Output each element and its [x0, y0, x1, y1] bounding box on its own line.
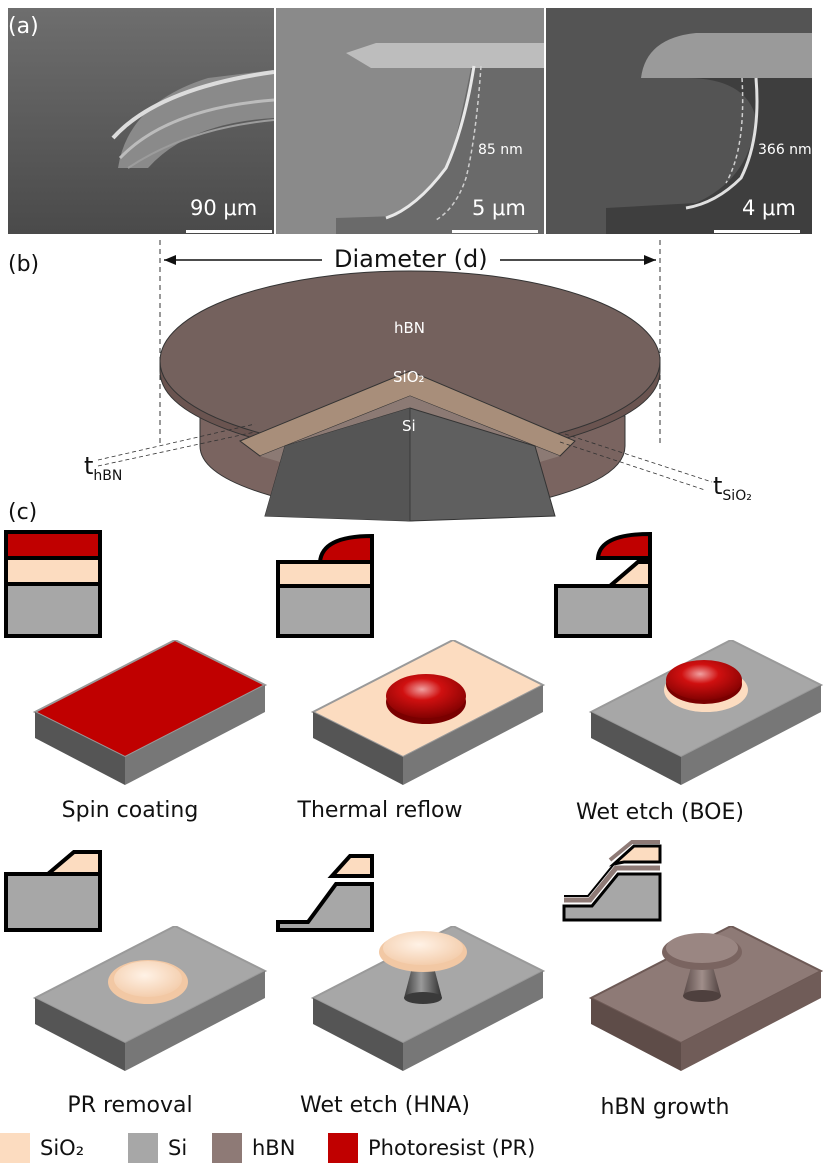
layer-label-hbn: hBN — [394, 319, 426, 337]
cross-section-hbn-growth — [562, 840, 662, 922]
panel-label-b: (b) — [8, 252, 40, 277]
sem-image-3 — [546, 8, 812, 234]
legend-label: Si — [168, 1136, 188, 1160]
thickness-hbn-label: thBN — [84, 452, 122, 484]
step-label-pr-removal: PR removal — [67, 1093, 193, 1118]
cross-section-pr-removal — [4, 850, 102, 932]
diameter-label: Diameter (d) — [334, 245, 488, 273]
sem-image-2 — [276, 8, 544, 234]
step-label-spin-coating: Spin coating — [61, 798, 199, 823]
step-label-wet-etch-hna: Wet etch (HNA) — [299, 1093, 471, 1118]
cross-section-wet-etch-boe — [554, 531, 652, 638]
measurement-label: 366 nm — [758, 142, 812, 158]
legend-swatch-photoresist — [328, 1133, 358, 1163]
legend-swatch-si — [128, 1133, 158, 1163]
block-spin-coating — [32, 640, 268, 785]
panel-label-a: (a) — [8, 14, 39, 39]
scale-bar-label: 5 μm — [472, 196, 526, 220]
panel-label-c: (c) — [8, 500, 38, 525]
block-wet-etch-hna — [310, 926, 546, 1071]
step-label-hbn-growth: hBN growth — [600, 1095, 730, 1120]
legend-label: SiO₂ — [40, 1136, 85, 1160]
legend-item-si: Si — [128, 1133, 187, 1163]
block-pr-removal — [32, 926, 268, 1071]
sem-image-1 — [8, 8, 274, 234]
hbn-structure-schematic — [97, 240, 713, 522]
step-label-thermal-reflow: Thermal reflow — [297, 798, 463, 823]
block-hbn-growth — [588, 926, 824, 1071]
thickness-sio2-label: tSiO₂ — [713, 472, 752, 504]
cross-section-wet-etch-hna — [276, 854, 374, 932]
thickness-hbn-subscript: hBN — [93, 467, 123, 484]
scale-bar-label: 90 μm — [190, 196, 258, 220]
block-thermal-reflow — [310, 640, 546, 785]
step-label-wet-etch-boe: Wet etch (BOE) — [576, 800, 744, 825]
layer-label-si: Si — [402, 417, 416, 435]
layer-label-sio2: SiO₂ — [393, 368, 425, 386]
thickness-sio2-symbol: t — [713, 472, 723, 500]
legend-swatch-sio2 — [0, 1133, 30, 1163]
legend-item-hbn: hBN — [212, 1133, 295, 1163]
thickness-sio2-subscript: SiO₂ — [722, 487, 752, 504]
scale-bar-label: 4 μm — [742, 196, 796, 220]
cross-section-thermal-reflow — [276, 533, 374, 638]
thickness-hbn-symbol: t — [84, 452, 94, 480]
block-wet-etch-boe — [588, 640, 824, 785]
legend-item-photoresist: Photoresist (PR) — [328, 1133, 535, 1163]
legend-item-sio2: SiO₂ — [0, 1133, 84, 1163]
legend-label: hBN — [252, 1136, 296, 1160]
cross-section-spin-coating — [4, 530, 102, 638]
legend-swatch-hbn — [212, 1133, 242, 1163]
measurement-label: 85 nm — [478, 142, 523, 158]
legend-label: Photoresist (PR) — [368, 1136, 536, 1160]
